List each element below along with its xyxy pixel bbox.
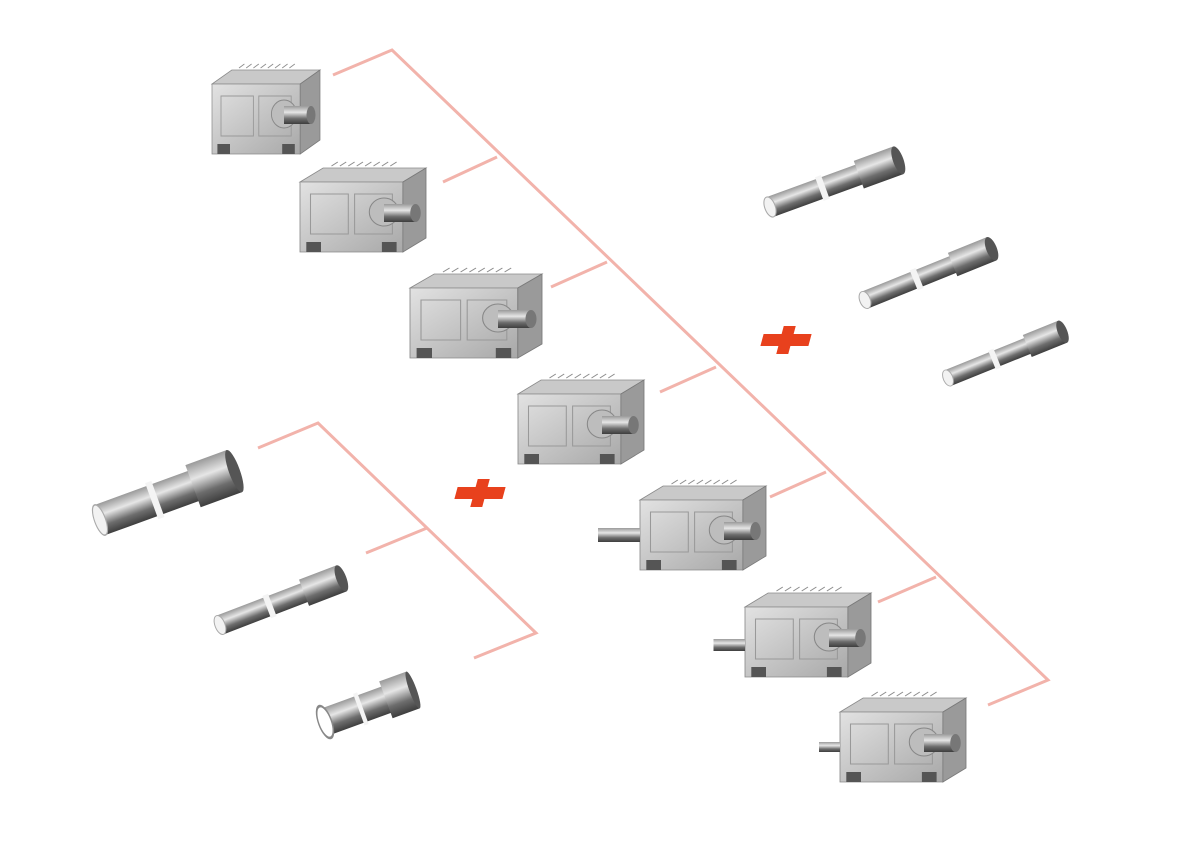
plus-icon — [760, 326, 812, 354]
branch-line — [365, 526, 428, 555]
branch-line — [550, 260, 608, 289]
branch-line — [659, 365, 717, 394]
plus-icon — [454, 479, 506, 507]
shaft-icon — [854, 234, 1002, 315]
branch-line — [877, 575, 937, 604]
shaft-icon — [86, 447, 248, 544]
gearbox-icon — [517, 373, 645, 465]
branch-line — [769, 470, 827, 499]
shaft-icon — [938, 318, 1072, 392]
shaft-icon — [314, 669, 424, 743]
shaft-icon — [759, 144, 909, 224]
gearbox-icon — [819, 691, 967, 783]
gearbox-icon — [409, 267, 543, 359]
gearbox-icon — [299, 161, 427, 253]
branch-line — [442, 155, 498, 184]
gearbox-icon — [211, 63, 321, 155]
shaft-icon — [209, 563, 352, 641]
main-bracket — [332, 48, 1051, 707]
connector-lines — [257, 48, 1051, 707]
gearbox-icon — [713, 586, 872, 678]
gearbox-icon — [598, 479, 767, 571]
